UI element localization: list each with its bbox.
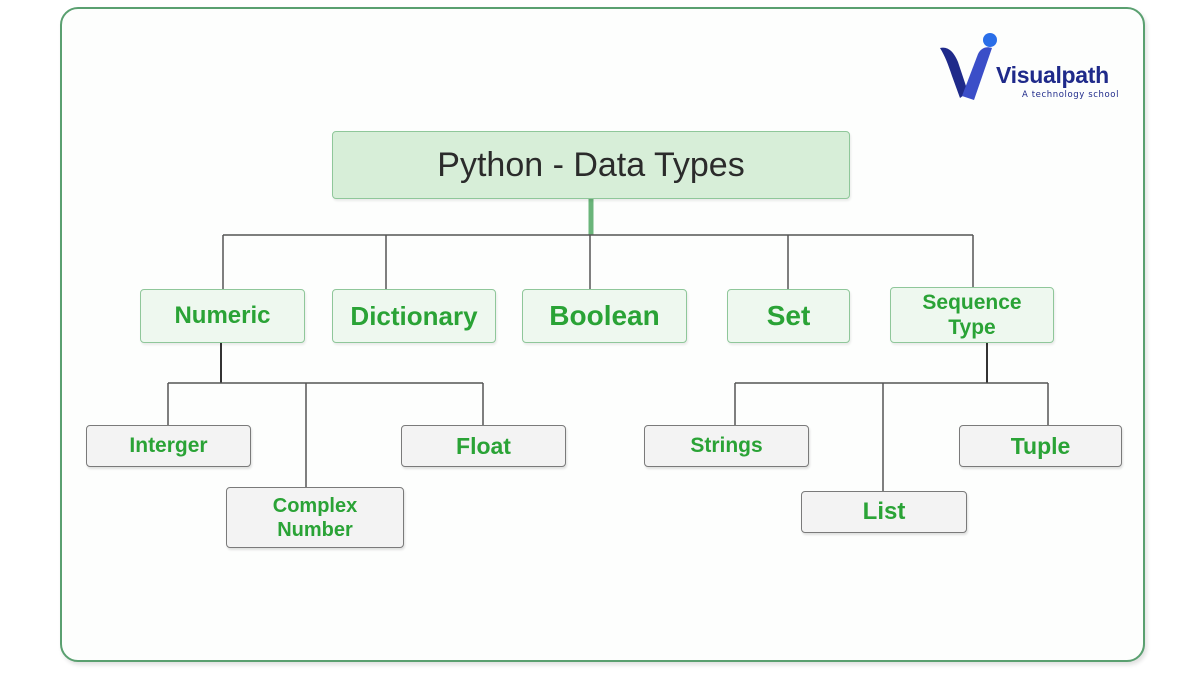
category-label-sequence-line2: Type (948, 316, 996, 339)
logo-tagline: A technology school (1022, 90, 1120, 100)
category-label-numeric: Numeric (174, 302, 271, 329)
root-node-label: Python - Data Types (437, 145, 745, 184)
leaf-label-complex-line1: Complex (272, 494, 358, 517)
leaf-label-float: Float (456, 432, 511, 459)
leaf-label-complex-line2: Number (277, 518, 353, 541)
category-node-numeric: Numeric (140, 289, 305, 343)
category-node-dictionary: Dictionary (332, 289, 496, 343)
category-node-boolean: Boolean (522, 289, 687, 343)
visualpath-logo-mark-icon (940, 33, 997, 100)
leaf-node-integer: Interger (86, 425, 251, 467)
category-node-sequence-type: Sequence Type (890, 287, 1054, 343)
leaf-label-strings: Strings (690, 434, 763, 457)
leaf-node-strings: Strings (644, 425, 809, 467)
logo-name: Visualpath (996, 62, 1109, 88)
leaf-node-list: List (801, 491, 967, 533)
leaf-node-float: Float (401, 425, 566, 467)
category-label-dictionary: Dictionary (350, 300, 478, 331)
visualpath-logo: Visualpath A technology school (938, 32, 1128, 104)
leaf-label-tuple: Tuple (1010, 432, 1071, 459)
leaf-label-integer: Interger (129, 434, 208, 457)
leaf-label-list: List (862, 498, 906, 525)
category-label-boolean: Boolean (549, 300, 660, 331)
category-label-set: Set (766, 300, 811, 331)
leaf-node-complex-number: Complex Number (226, 487, 404, 548)
leaf-node-tuple: Tuple (959, 425, 1122, 467)
category-label-sequence-line1: Sequence (922, 290, 1022, 314)
root-node-python-data-types: Python - Data Types (332, 131, 850, 199)
category-node-set: Set (727, 289, 850, 343)
